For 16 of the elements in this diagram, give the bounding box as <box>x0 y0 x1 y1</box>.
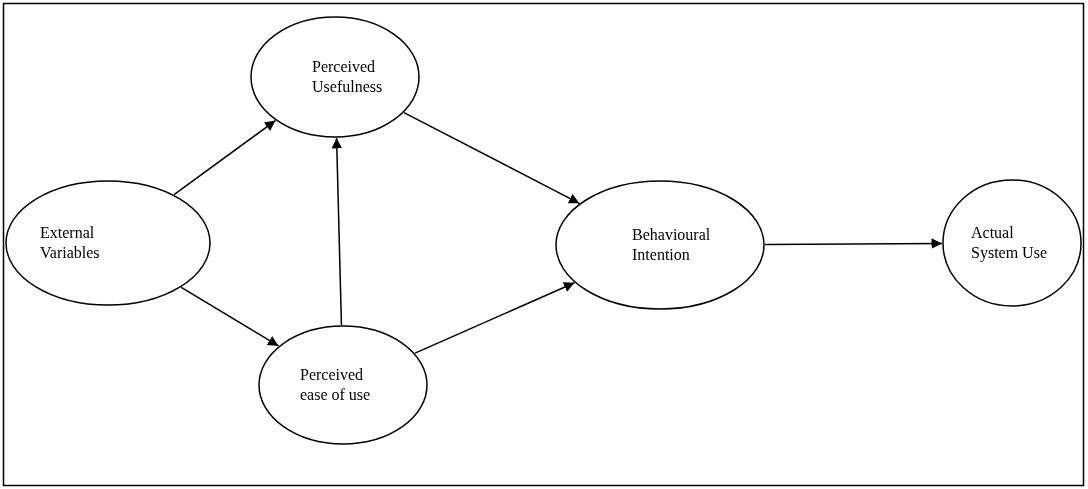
node-label: Behavioural Intention <box>632 225 712 265</box>
ellipse-node <box>555 180 765 310</box>
arrow <box>180 286 280 347</box>
ellipse-node <box>250 16 420 138</box>
arrow <box>414 282 576 354</box>
node-label: Perceived ease of use <box>300 365 372 405</box>
node-label: Perceived Usefulness <box>312 57 384 97</box>
arrow <box>173 119 277 196</box>
ellipse-node <box>942 179 1082 307</box>
node-label: External Variables <box>40 223 101 263</box>
arrow <box>403 111 581 205</box>
node-label: Actual System Use <box>971 223 1048 263</box>
arrow <box>764 238 943 249</box>
ellipse-node <box>5 180 211 306</box>
arrow <box>331 137 343 326</box>
ellipse-node <box>258 325 428 445</box>
